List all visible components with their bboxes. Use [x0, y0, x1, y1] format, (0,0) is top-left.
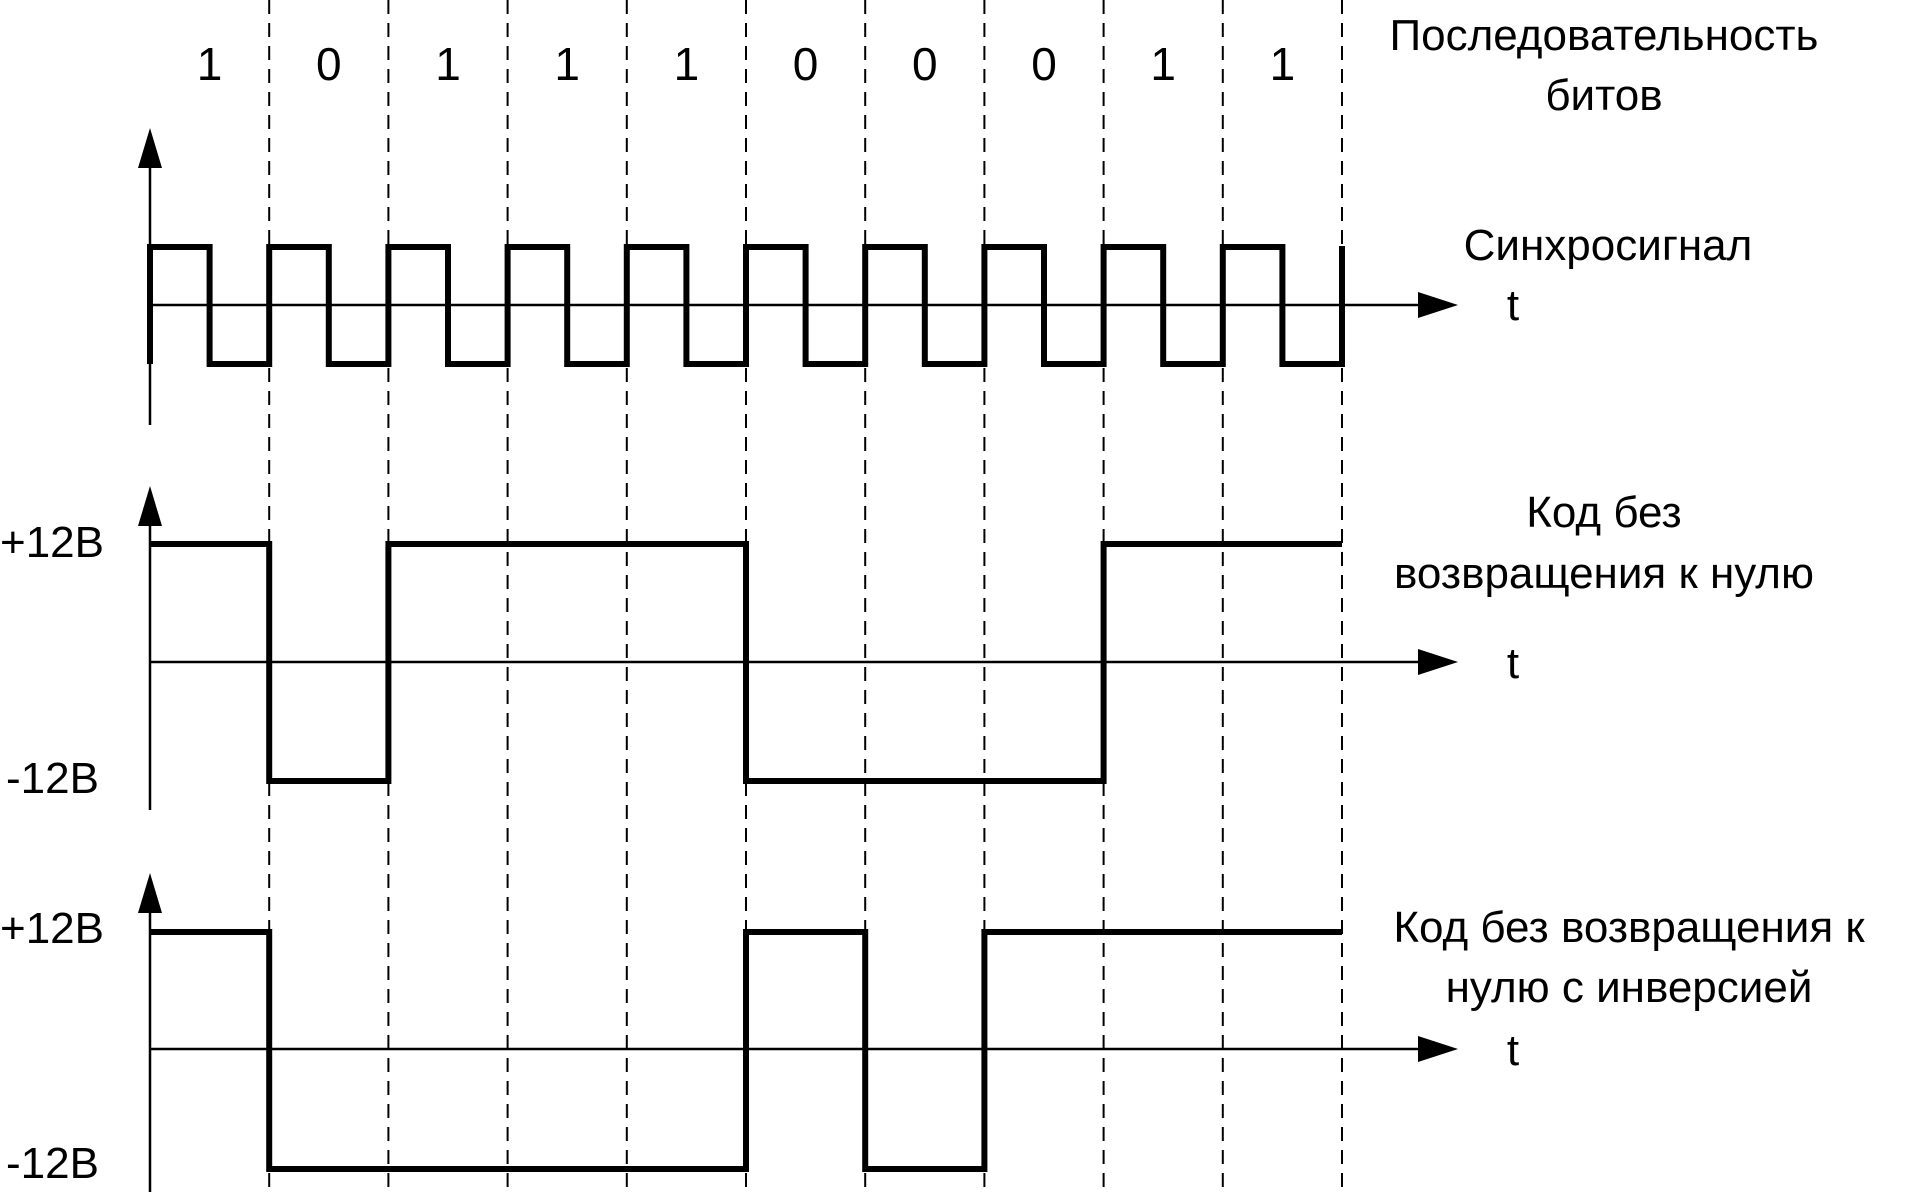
bit-boundary-lines [268, 0, 1343, 1192]
clock-y-arrow-icon [138, 128, 162, 168]
clock-time-label: t [1507, 281, 1519, 330]
nrzi-high-level-label: +12В [0, 904, 104, 953]
clock-axes [138, 128, 1458, 425]
nrz-low-level-label: -12В [6, 754, 99, 803]
nrzi-label-line1: Код без возвращения к [1393, 903, 1865, 952]
bit-labels: 1 0 1 1 1 0 0 0 1 1 [197, 38, 1295, 90]
bit-value-label: 1 [1150, 38, 1176, 90]
bit-value-label: 0 [316, 38, 342, 90]
bit-value-label: 0 [912, 38, 938, 90]
bit-value-label: 0 [793, 38, 819, 90]
nrz-time-label: t [1507, 639, 1519, 688]
nrz-label-line2: возвращения к нулю [1394, 549, 1814, 598]
bit-value-label: 1 [554, 38, 580, 90]
nrzi-low-level-label: -12В [6, 1139, 99, 1188]
bit-value-label: 1 [1270, 38, 1296, 90]
bit-value-label: 0 [1031, 38, 1057, 90]
clock-waveform [147, 244, 1345, 367]
nrz-high-level-label: +12В [0, 518, 104, 567]
nrz-time-arrow-icon [1418, 649, 1458, 675]
nrzi-time-label: t [1507, 1026, 1519, 1075]
nrz-axes [138, 486, 1458, 810]
clock-label: Синхросигнал [1464, 221, 1753, 270]
nrzi-axes [138, 873, 1458, 1192]
nrzi-time-arrow-icon [1418, 1036, 1458, 1062]
nrzi-waveform [150, 929, 1342, 1172]
nrz-y-arrow-icon [138, 486, 162, 526]
nrzi-y-arrow-icon [138, 873, 162, 913]
bit-value-label: 1 [197, 38, 223, 90]
nrzi-label-line2: нулю с инверсией [1446, 963, 1813, 1012]
clock-time-arrow-icon [1418, 292, 1458, 318]
bit-sequence-title-line1: Последовательность [1390, 11, 1819, 60]
nrz-label-line1: Код без [1526, 488, 1681, 537]
bit-sequence-title-line2: битов [1545, 71, 1662, 120]
bit-value-label: 1 [674, 38, 700, 90]
nrz-waveform [150, 541, 1342, 784]
bit-value-label: 1 [435, 38, 461, 90]
